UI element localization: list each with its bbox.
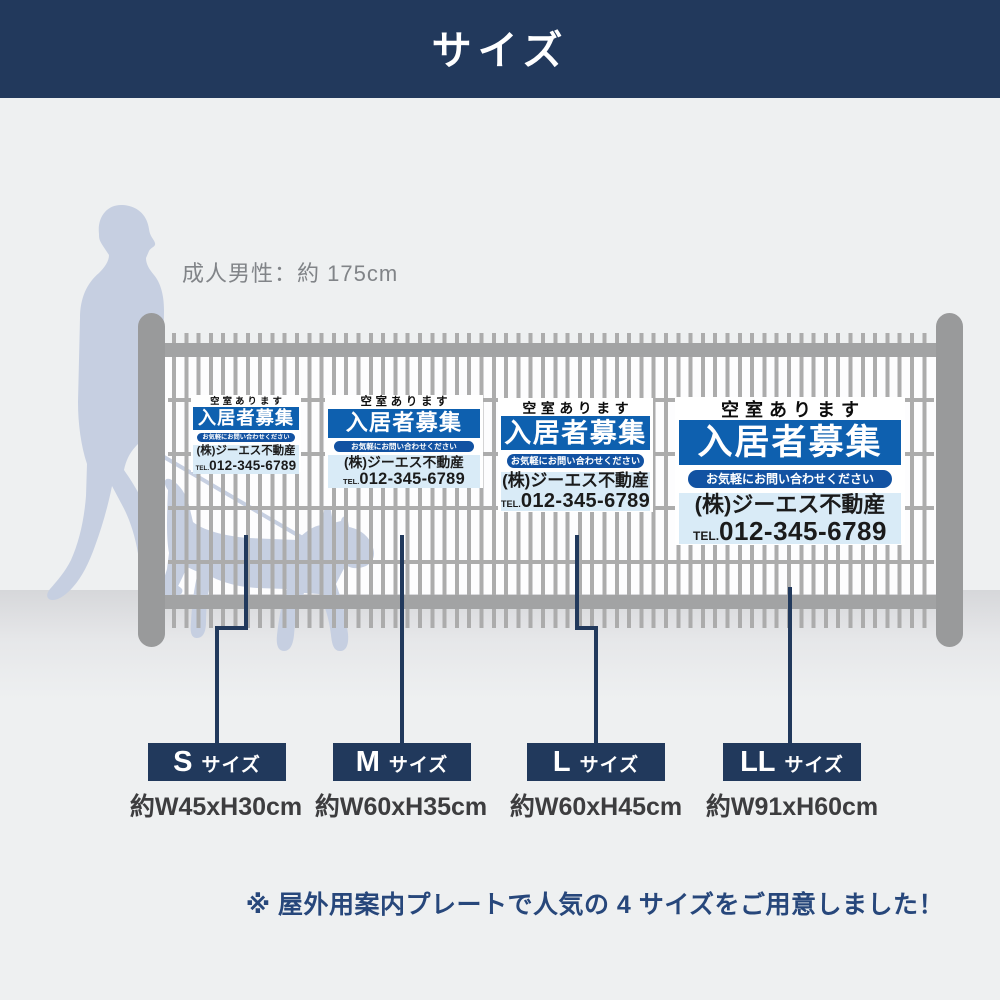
tel-number: 012-345-6789 xyxy=(520,489,651,512)
sign-info-box: (株)ジーエス不動産 TEL.012-345-6789 xyxy=(679,492,901,546)
footnote: ※ 屋外用案内プレートで人気の 4 サイズをご用意しました！ xyxy=(245,891,944,919)
adult-height-reference-label: 成人男性：約 175cm xyxy=(182,261,399,286)
sign-size-m: 空室あります 入居者募集 お気軽にお問い合わせください (株)ジーエス不動産 T… xyxy=(325,395,483,489)
size-label-l: L サイズ xyxy=(527,743,665,781)
sign-info-box: (株)ジーエス不動産 TEL.012-345-6789 xyxy=(193,444,299,474)
sign-tel: TEL.012-345-6789 xyxy=(196,458,297,474)
sign-main-text: 入居者募集 xyxy=(193,406,299,431)
size-label-m: M サイズ xyxy=(333,743,471,781)
sign-contact-pill: お気軽にお問い合わせください xyxy=(197,432,295,443)
sign-main-text: 入居者募集 xyxy=(679,420,901,465)
tel-number: 012-345-6789 xyxy=(209,457,297,473)
sign-info-box: (株)ジーエス不動産 TEL.012-345-6789 xyxy=(327,454,481,489)
tel-label: TEL. xyxy=(500,498,521,509)
sign-main-text: 入居者募集 xyxy=(501,415,650,451)
size-letter: L xyxy=(552,746,571,778)
size-label-s: S サイズ xyxy=(148,743,286,781)
pointer-line-l xyxy=(575,626,598,630)
sign-vacancy-text: 空室あります xyxy=(721,400,865,420)
size-dimensions-m: 約W60xH35cm xyxy=(314,793,488,821)
sign-info-box: (株)ジーエス不動産 TEL.012-345-6789 xyxy=(501,470,650,512)
fence-post-left xyxy=(138,313,165,647)
sign-tel: TEL.012-345-6789 xyxy=(501,491,650,511)
fence-post-right xyxy=(936,313,963,647)
pointer-line-s xyxy=(215,626,248,630)
size-letter: S xyxy=(173,746,193,778)
sign-size-s: 空室あります 入居者募集 お気軽にお問い合わせください (株)ジーエス不動産 T… xyxy=(191,395,301,474)
size-word: サイズ xyxy=(201,755,261,776)
pointer-line-l xyxy=(594,626,598,743)
size-letter: LL xyxy=(740,746,776,778)
sign-vacancy-text: 空室あります xyxy=(210,396,285,407)
pointer-line-s xyxy=(244,535,248,630)
sign-company-text: (株)ジーエス不動産 xyxy=(694,492,886,517)
sign-tel: TEL.012-345-6789 xyxy=(693,515,887,546)
size-letter: M xyxy=(355,746,380,778)
size-word: サイズ xyxy=(388,755,449,776)
sign-company-text: (株)ジーエス不動産 xyxy=(196,444,296,457)
sign-contact-pill: お気軽にお問い合わせください xyxy=(333,440,475,453)
size-word: サイズ xyxy=(784,755,844,776)
size-dimensions-l: 約W60xH45cm xyxy=(509,793,683,821)
fence-bottom-rail xyxy=(150,595,950,609)
sign-contact-pill: お気軽にお問い合わせください xyxy=(507,454,644,469)
tel-label: TEL. xyxy=(693,528,720,543)
tel-label: TEL. xyxy=(342,476,360,486)
sign-tel: TEL.012-345-6789 xyxy=(343,471,465,488)
size-dimensions-ll: 約W91xH60cm xyxy=(705,793,879,821)
tel-label: TEL. xyxy=(195,464,210,472)
sign-main-text: 入居者募集 xyxy=(327,409,481,438)
pointer-line-l xyxy=(575,535,579,630)
tel-number: 012-345-6789 xyxy=(359,469,466,488)
sign-contact-pill: お気軽にお問い合わせください xyxy=(687,470,893,488)
size-label-ll: LL サイズ xyxy=(723,743,861,781)
pointer-line-s xyxy=(215,626,219,743)
page-title: サイズ xyxy=(431,29,569,73)
pointer-line-m xyxy=(400,535,404,743)
tel-number: 012-345-6789 xyxy=(719,515,887,546)
sign-vacancy-text: 空室あります xyxy=(522,399,634,416)
pointer-line-ll xyxy=(788,587,792,743)
sign-size-ll: 空室あります 入居者募集 お気軽にお問い合わせください (株)ジーエス不動産 T… xyxy=(675,397,905,545)
header: サイズ xyxy=(0,0,1000,98)
size-word: サイズ xyxy=(579,755,640,776)
sign-size-l: 空室あります 入居者募集 お気軽にお問い合わせください (株)ジーエス不動産 T… xyxy=(498,398,653,512)
size-dimensions-s: 約W45xH30cm xyxy=(129,793,303,821)
sign-company-text: (株)ジーエス不動産 xyxy=(343,454,465,471)
fence-wire xyxy=(168,560,934,564)
sign-vacancy-text: 空室あります xyxy=(360,396,452,409)
sign-company-text: (株)ジーエス不動産 xyxy=(502,470,649,490)
fence-top-rail xyxy=(150,343,950,357)
